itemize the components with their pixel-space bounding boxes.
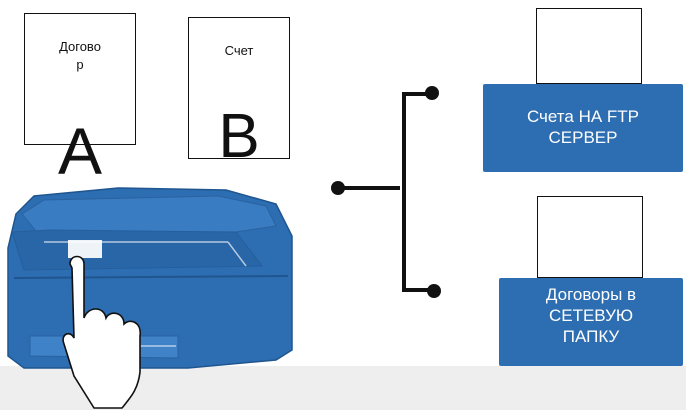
pointing-hand-icon [62,255,141,409]
document-a-title: Догово р [59,39,101,72]
document-a-letter: А [57,114,103,188]
connector-dot-top [425,86,439,100]
printer-scanner-icon [7,187,293,369]
document-b: Счет В [188,17,290,168]
document-a: Догово р [24,13,136,145]
destination-ftp: Счета НА FTP СЕРВЕР [483,84,683,172]
destination-network-folder: Договоры в СЕТЕВУЮ ПАПКУ [499,278,683,366]
destination-network-folder-label: Договоры в СЕТЕВУЮ ПАПКУ [545,285,637,346]
connector-dot-bottom [427,284,441,298]
destination-ftp-paper [536,8,642,84]
document-b-letter: В [218,102,260,171]
document-b-title: Счет [224,43,254,58]
destination-folder-paper [537,196,643,278]
branch-connector-icon [338,92,430,292]
destination-ftp-label: Счета НА FTP СЕРВЕР [526,107,640,147]
connector-dot-left [331,181,345,195]
